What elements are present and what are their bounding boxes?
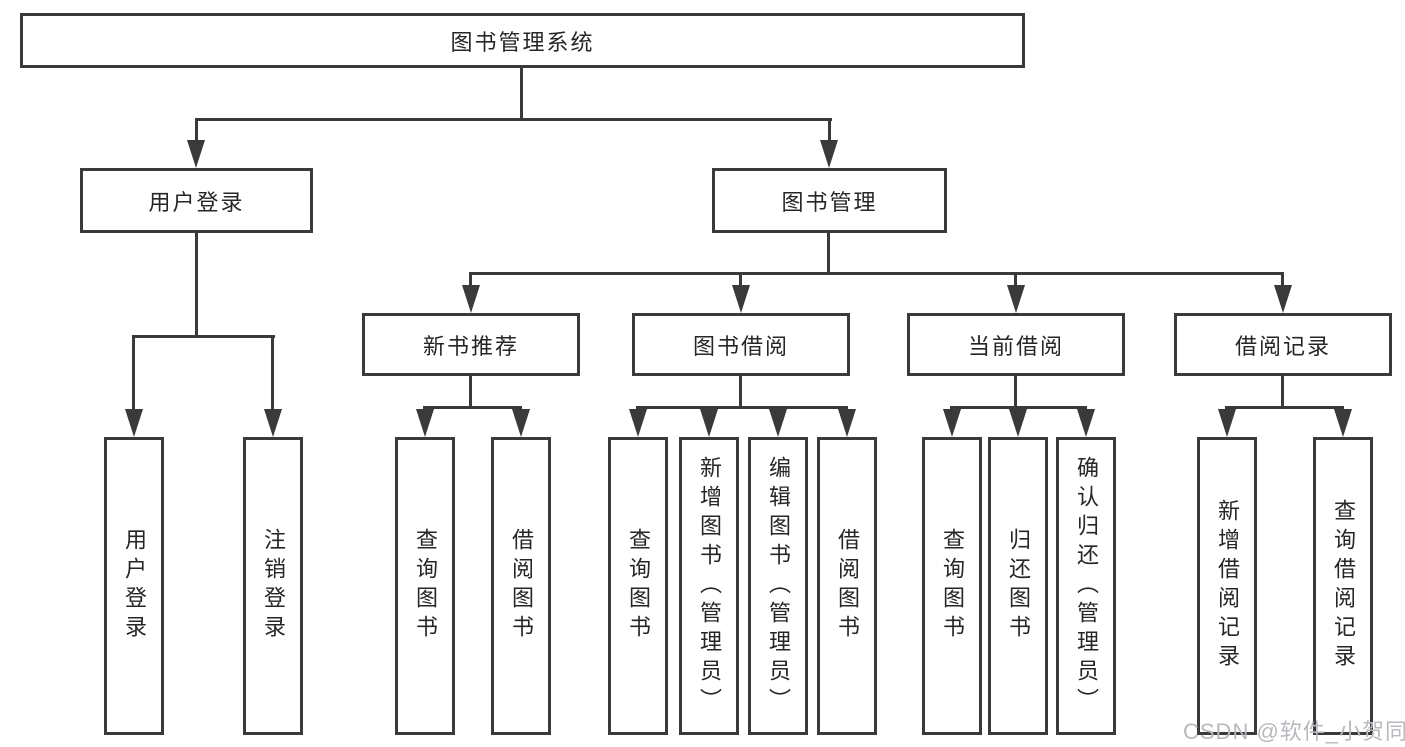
connector-borrow-records-stem — [1281, 376, 1284, 406]
leaf-node-borrow-books-recommend: 借阅图书 — [491, 437, 551, 735]
connector-new-book-stem — [469, 376, 472, 406]
connector-drop-new-book — [469, 272, 472, 288]
arrowhead-to-book-borrow — [732, 285, 750, 313]
connector-root-drop-left — [195, 118, 198, 144]
arrowhead-to-leaf-login — [125, 409, 143, 437]
arrowhead-to-current-borrow — [1007, 285, 1025, 313]
root-node-library-system: 图书管理系统 — [20, 13, 1025, 68]
group-node-borrow-records: 借阅记录 — [1174, 313, 1392, 376]
branch-node-book-management: 图书管理 — [712, 168, 947, 233]
connector-current-borrow-rail — [950, 406, 1087, 409]
branch-node-user-login: 用户登录 — [80, 168, 313, 233]
connector-user-login-stem — [195, 233, 198, 338]
connector-book-borrow-rail — [636, 406, 848, 409]
arrowhead-book-borrow-leaf-1 — [629, 409, 647, 437]
arrowhead-to-book-management — [820, 140, 838, 168]
arrowhead-to-new-book — [462, 285, 480, 313]
connector-book-mgmt-stem — [827, 233, 830, 275]
group-node-book-borrow: 图书借阅 — [632, 313, 850, 376]
leaf-node-logout: 注销登录 — [243, 437, 303, 735]
leaf-node-query-books-current: 查询图书 — [922, 437, 982, 735]
arrowhead-to-user-login — [187, 140, 205, 168]
arrowhead-book-borrow-leaf-3 — [769, 409, 787, 437]
arrowhead-to-leaf-logout — [264, 409, 282, 437]
arrowhead-current-borrow-leaf-1 — [943, 409, 961, 437]
connector-book-borrow-stem — [739, 376, 742, 406]
group-node-new-book-recommend: 新书推荐 — [362, 313, 580, 376]
leaf-node-confirm-return-admin: 确认归还（管理员） — [1056, 437, 1116, 735]
leaf-node-add-borrow-record: 新增借阅记录 — [1197, 437, 1257, 735]
connector-root-rail — [195, 118, 832, 121]
leaf-node-edit-books-admin: 编辑图书（管理员） — [748, 437, 808, 735]
group-node-current-borrow: 当前借阅 — [907, 313, 1125, 376]
connector-borrow-records-rail — [1225, 406, 1344, 409]
leaf-node-return-books: 归还图书 — [988, 437, 1048, 735]
arrowhead-to-borrow-records — [1274, 285, 1292, 313]
connector-user-login-rail — [132, 335, 275, 338]
connector-book-mgmt-rail — [469, 272, 1284, 275]
connector-drop-book-borrow — [739, 272, 742, 288]
connector-new-book-rail — [423, 406, 522, 409]
arrowhead-current-borrow-leaf-2 — [1009, 409, 1027, 437]
connector-user-login-drop-right — [271, 335, 274, 410]
connector-root-stem — [520, 68, 523, 118]
arrowhead-borrow-records-leaf-1 — [1218, 409, 1236, 437]
arrowhead-new-book-leaf-1 — [416, 409, 434, 437]
leaf-node-borrow-books: 借阅图书 — [817, 437, 877, 735]
arrowhead-borrow-records-leaf-2 — [1334, 409, 1352, 437]
connector-current-borrow-stem — [1014, 376, 1017, 406]
arrowhead-book-borrow-leaf-2 — [700, 409, 718, 437]
csdn-watermark: CSDN @软件_小贺同学 — [1183, 719, 1405, 744]
connector-drop-borrow-records — [1281, 272, 1284, 288]
leaf-node-add-books-admin: 新增图书（管理员） — [679, 437, 739, 735]
leaf-node-query-books-borrow: 查询图书 — [608, 437, 668, 735]
connector-user-login-drop-left — [132, 335, 135, 410]
leaf-node-query-books-recommend: 查询图书 — [395, 437, 455, 735]
arrowhead-book-borrow-leaf-4 — [838, 409, 856, 437]
leaf-node-user-login: 用户登录 — [104, 437, 164, 735]
arrowhead-current-borrow-leaf-3 — [1077, 409, 1095, 437]
leaf-node-query-borrow-record: 查询借阅记录 — [1313, 437, 1373, 735]
connector-root-drop-right — [828, 118, 831, 144]
connector-drop-current-borrow — [1014, 272, 1017, 288]
arrowhead-new-book-leaf-2 — [512, 409, 530, 437]
